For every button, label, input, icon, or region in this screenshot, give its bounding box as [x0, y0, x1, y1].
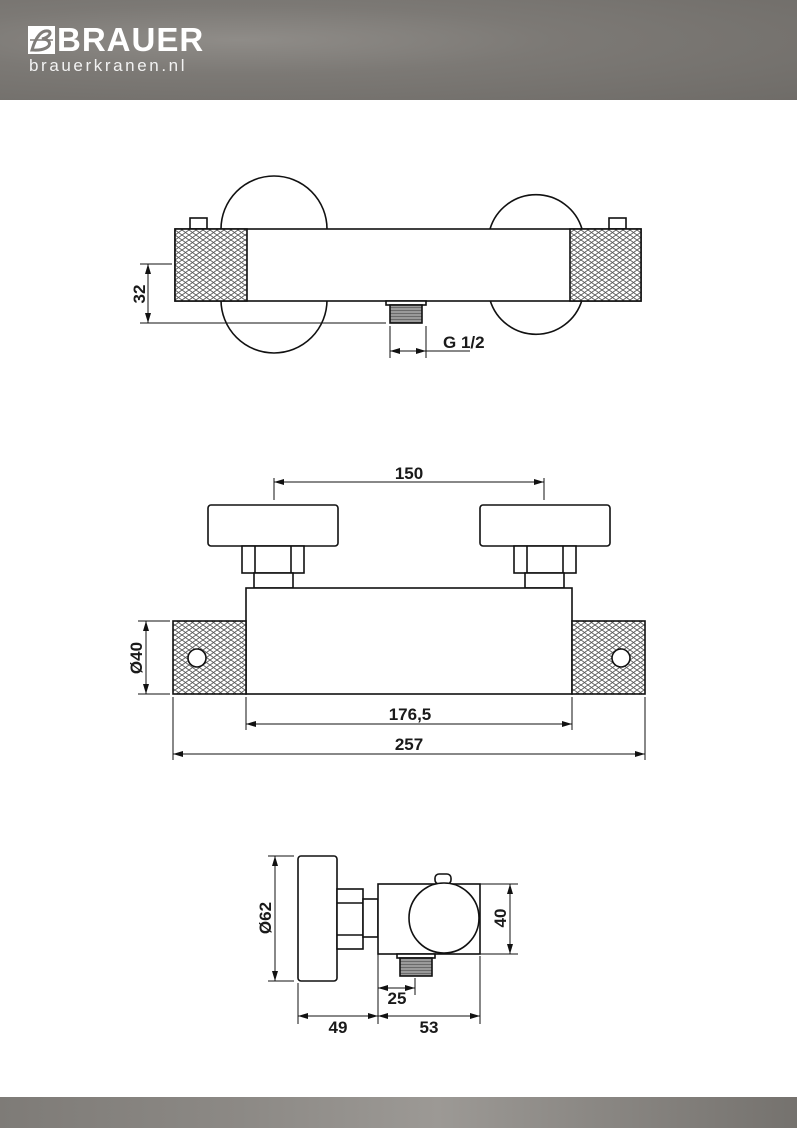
- hex-nut-right: [513, 545, 577, 574]
- dim-body-depth: 53: [420, 1018, 439, 1037]
- brauer-logo-icon: [28, 26, 55, 54]
- knob-pin-left: [189, 217, 208, 230]
- wall-cover-left: [207, 504, 339, 547]
- handle-cap-right: [611, 648, 631, 668]
- knob-pin-right: [608, 217, 627, 230]
- wall-cover-side: [297, 855, 338, 982]
- hex-nut-side: [336, 888, 364, 950]
- top-view: [140, 175, 642, 358]
- knurled-handle-right: [569, 228, 642, 302]
- knurled-handle-right: [571, 620, 646, 695]
- dim-outlet-thread: G 1/2: [443, 333, 485, 352]
- dim-depth-32: 32: [130, 285, 149, 304]
- footer-banner: [0, 1097, 797, 1128]
- dim-diameter-40: Ø40: [127, 642, 146, 674]
- handle-disc-side: [408, 882, 480, 954]
- dim-body-length: 176,5: [389, 705, 432, 724]
- header-banner: BRAUER brauerkranen.nl: [0, 0, 797, 100]
- handle-disc-left-bottom: [220, 299, 328, 354]
- dim-inlet-spacing: 150: [395, 464, 423, 483]
- handle-disc-right-bottom: [489, 299, 583, 336]
- eccentric-left: [253, 572, 294, 589]
- eccentric-right: [524, 572, 565, 589]
- dim-total-length: 257: [395, 735, 423, 754]
- outlet-thread-side: [399, 957, 433, 977]
- knurled-handle-left: [174, 228, 248, 302]
- dim-cover-diameter: Ø62: [256, 902, 275, 934]
- front-view: [138, 478, 646, 760]
- mixer-body-front: [245, 587, 573, 695]
- handle-cap-left: [187, 648, 207, 668]
- dim-outlet-offset: 25: [388, 989, 407, 1008]
- brand-name: BRAUER: [57, 21, 205, 58]
- hex-nut-left: [241, 545, 305, 574]
- eccentric-side: [362, 898, 379, 938]
- handle-disc-right-top: [489, 193, 583, 230]
- brand-url: brauerkranen.nl: [29, 56, 188, 75]
- wall-cover-right: [479, 504, 611, 547]
- mixer-body-top: [174, 228, 642, 302]
- side-view: [268, 855, 518, 1024]
- outlet-thread: [389, 304, 423, 324]
- dim-wall-to-body: 49: [329, 1018, 348, 1037]
- knurled-handle-left: [172, 620, 247, 695]
- dim-body-height: 40: [491, 909, 510, 928]
- handle-disc-left-top: [220, 175, 328, 230]
